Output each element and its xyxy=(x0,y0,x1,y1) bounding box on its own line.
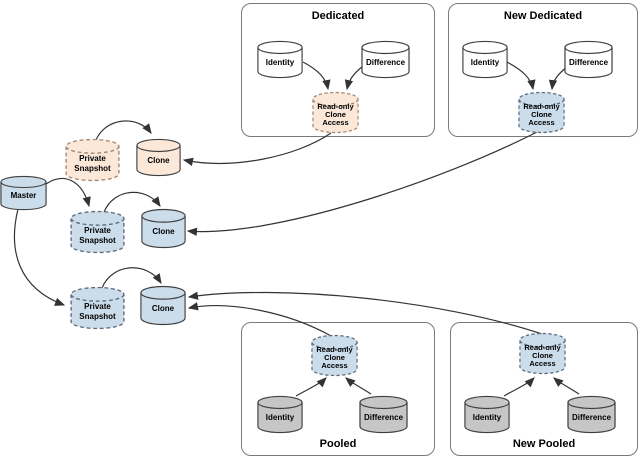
arrow-pooled-difference-to-readonly xyxy=(345,377,372,395)
arrow-new-dedicated-readonly-to-clone2 xyxy=(186,129,542,236)
master-cylinder: Master xyxy=(0,175,47,211)
arrow-new-dedicated-identity-to-readonly xyxy=(506,61,536,91)
pooled-difference-cylinder: Difference xyxy=(359,395,408,434)
new-pooled-identity-cylinder: Identity xyxy=(464,395,510,434)
group-new-dedicated-title: New Dedicated xyxy=(503,10,583,22)
clone-2: Clone xyxy=(141,208,186,249)
arrow-snapshot3-to-clone3 xyxy=(101,267,162,289)
arrow-pooled-identity-to-readonly xyxy=(295,377,327,397)
group-dedicated-title: Dedicated xyxy=(311,10,365,22)
pooled-readonly-clone-access: Read-only Clone Access xyxy=(311,334,358,377)
dedicated-readonly-clone-access: Read-only Clone Access xyxy=(312,91,359,134)
arrow-master-to-snapshot2 xyxy=(45,177,91,208)
new-dedicated-difference-cylinder: Difference xyxy=(564,40,613,79)
clone-1: Clone xyxy=(136,138,181,177)
private-snapshot-1: Private Snapshot xyxy=(65,138,120,182)
dedicated-difference-cylinder: Difference xyxy=(361,40,410,79)
private-snapshot-2: Private Snapshot xyxy=(70,210,125,254)
group-pooled-title: Pooled xyxy=(319,438,357,450)
arrow-new-pooled-difference-to-readonly xyxy=(553,377,580,395)
arrow-master-to-snapshot3 xyxy=(13,208,66,306)
arrow-dedicated-readonly-to-clone1 xyxy=(182,132,332,166)
new-dedicated-readonly-clone-access: Read-only Clone Access xyxy=(518,91,565,134)
arrow-snapshot1-to-clone1 xyxy=(95,120,152,141)
arrow-dedicated-identity-to-readonly xyxy=(302,61,331,91)
arrow-snapshot2-to-clone2 xyxy=(103,191,161,213)
arrow-pooled-readonly-to-clone3 xyxy=(187,302,332,337)
private-snapshot-3: Private Snapshot xyxy=(70,286,125,330)
dedicated-identity-cylinder: Identity xyxy=(257,40,303,79)
arrow-new-pooled-identity-to-readonly xyxy=(503,377,535,397)
arrow-dedicated-difference-to-readonly xyxy=(344,65,364,91)
new-dedicated-identity-cylinder: Identity xyxy=(462,40,508,79)
group-new-pooled: New Pooled xyxy=(450,322,638,456)
arrow-new-pooled-readonly-to-clone3 xyxy=(187,291,543,335)
new-pooled-readonly-clone-access: Read-only Clone Access xyxy=(519,332,566,375)
new-pooled-difference-cylinder: Difference xyxy=(567,395,616,434)
pooled-identity-cylinder: Identity xyxy=(257,395,303,434)
clone-3: Clone xyxy=(140,285,186,326)
group-new-pooled-title: New Pooled xyxy=(512,438,576,450)
